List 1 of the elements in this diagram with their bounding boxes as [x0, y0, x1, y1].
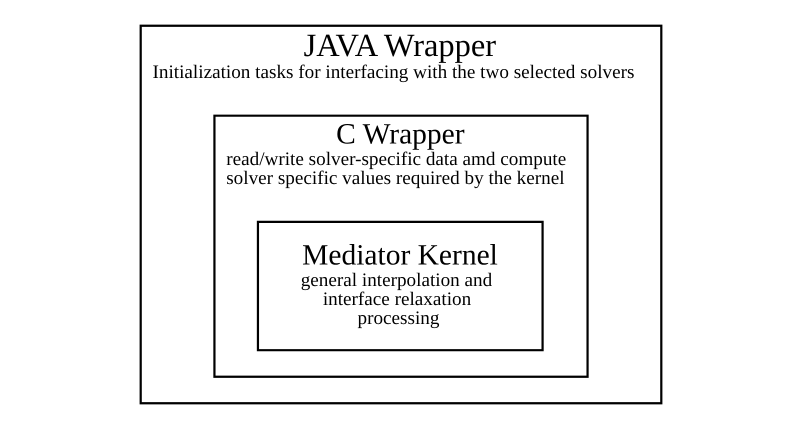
node-box: Mediator Kernel general interpolation and interface relaxation processing: [256, 220, 544, 352]
